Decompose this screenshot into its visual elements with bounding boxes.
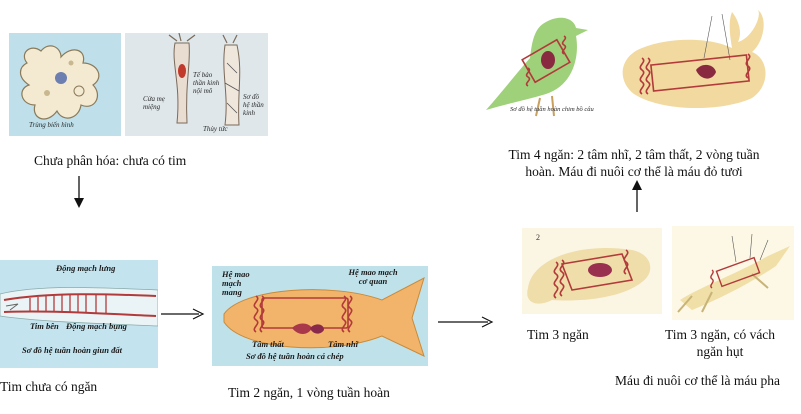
bird-figure: Sơ đồ hệ tuần hoàn chim bồ câu: [476, 8, 610, 120]
bird-caption: Sơ đồ hệ tuần hoàn chim bồ câu: [510, 106, 594, 113]
hydra-bottom-label: Thủy tức: [203, 125, 228, 133]
hydra-drawing: [168, 33, 241, 126]
fish-atrium-label: Tâm nhĩ: [328, 339, 358, 349]
frog-figure: 2: [522, 228, 662, 314]
frog-drawing: 2: [527, 233, 651, 304]
worm-dorsal-label: Động mạch lưng: [56, 263, 116, 273]
caption-three-chamber-septum-2: ngăn hụt: [696, 344, 744, 359]
arrow-up: [632, 180, 642, 212]
hydra-right-label: Sơ đồ hệ thần kinh: [243, 93, 264, 117]
amoeba-figure: Trùng biến hình: [9, 33, 121, 136]
fish-organ-label: Hệ mao mạch cơ quan: [348, 267, 398, 286]
worm-ventral-label: Động mạch bụng: [66, 321, 127, 331]
arrow-right-1: [161, 308, 205, 320]
caption-undifferentiated: Chưa phân hóa: chưa có tim: [34, 153, 187, 168]
hydra-figure: Cửa mẹ miệng Tế bào thần kinh nội mô Sơ …: [125, 33, 268, 136]
fish-drawing: [223, 277, 425, 357]
fish-ventricle-label: Tâm thất: [252, 339, 284, 349]
amoeba-label: Trùng biến hình: [29, 121, 74, 129]
caption-no-chamber: Tim chưa có ngăn: [0, 379, 98, 394]
caption-three-chamber: Tim 3 ngăn: [527, 327, 589, 342]
fish-gill-label: Hệ mao mạch mang: [222, 269, 250, 297]
caption-two-chamber: Tim 2 ngăn, 1 vòng tuần hoàn: [228, 385, 390, 400]
hydra-mid-label: Tế bào thần kinh nội mô: [193, 71, 220, 95]
rabbit-figure: [612, 8, 788, 120]
fish-figure: Hệ mao mạch mang Hệ mao mạch cơ quan Tâm…: [212, 266, 428, 366]
arrow-right-2: [438, 316, 494, 328]
amoeba-drawing: [19, 45, 100, 120]
lizard-figure: [672, 226, 794, 320]
caption-three-chamber-septum-1: Tim 3 ngăn, có vách: [664, 327, 776, 342]
arrow-down: [74, 176, 84, 208]
worm-lateral-label: Tim bên: [30, 321, 59, 331]
hydra-left-label: Cửa mẹ miệng: [143, 95, 165, 111]
rabbit-drawing: [622, 10, 766, 109]
lizard-drawing: [677, 233, 790, 313]
caption-four-chamber-2: hoàn. Máu đi nuôi cơ thể là máu đỏ tươi: [525, 164, 743, 179]
caption-four-chamber-1: Tim 4 ngăn: 2 tâm nhĩ, 2 tâm thất, 2 vòn…: [508, 147, 760, 162]
worm-caption: Sơ đồ hệ tuần hoàn giun đất: [22, 345, 122, 355]
bird-drawing: [486, 17, 588, 117]
caption-mixed-blood: Máu đi nuôi cơ thể là máu pha: [615, 373, 780, 388]
earthworm-drawing: [0, 287, 158, 327]
earthworm-figure: Động mạch lưng Tim bên Động mạch bụng Sơ…: [0, 260, 158, 368]
svg-text:2: 2: [536, 233, 540, 242]
fish-caption: Sơ đồ hệ tuần hoàn cá chép: [246, 351, 344, 361]
